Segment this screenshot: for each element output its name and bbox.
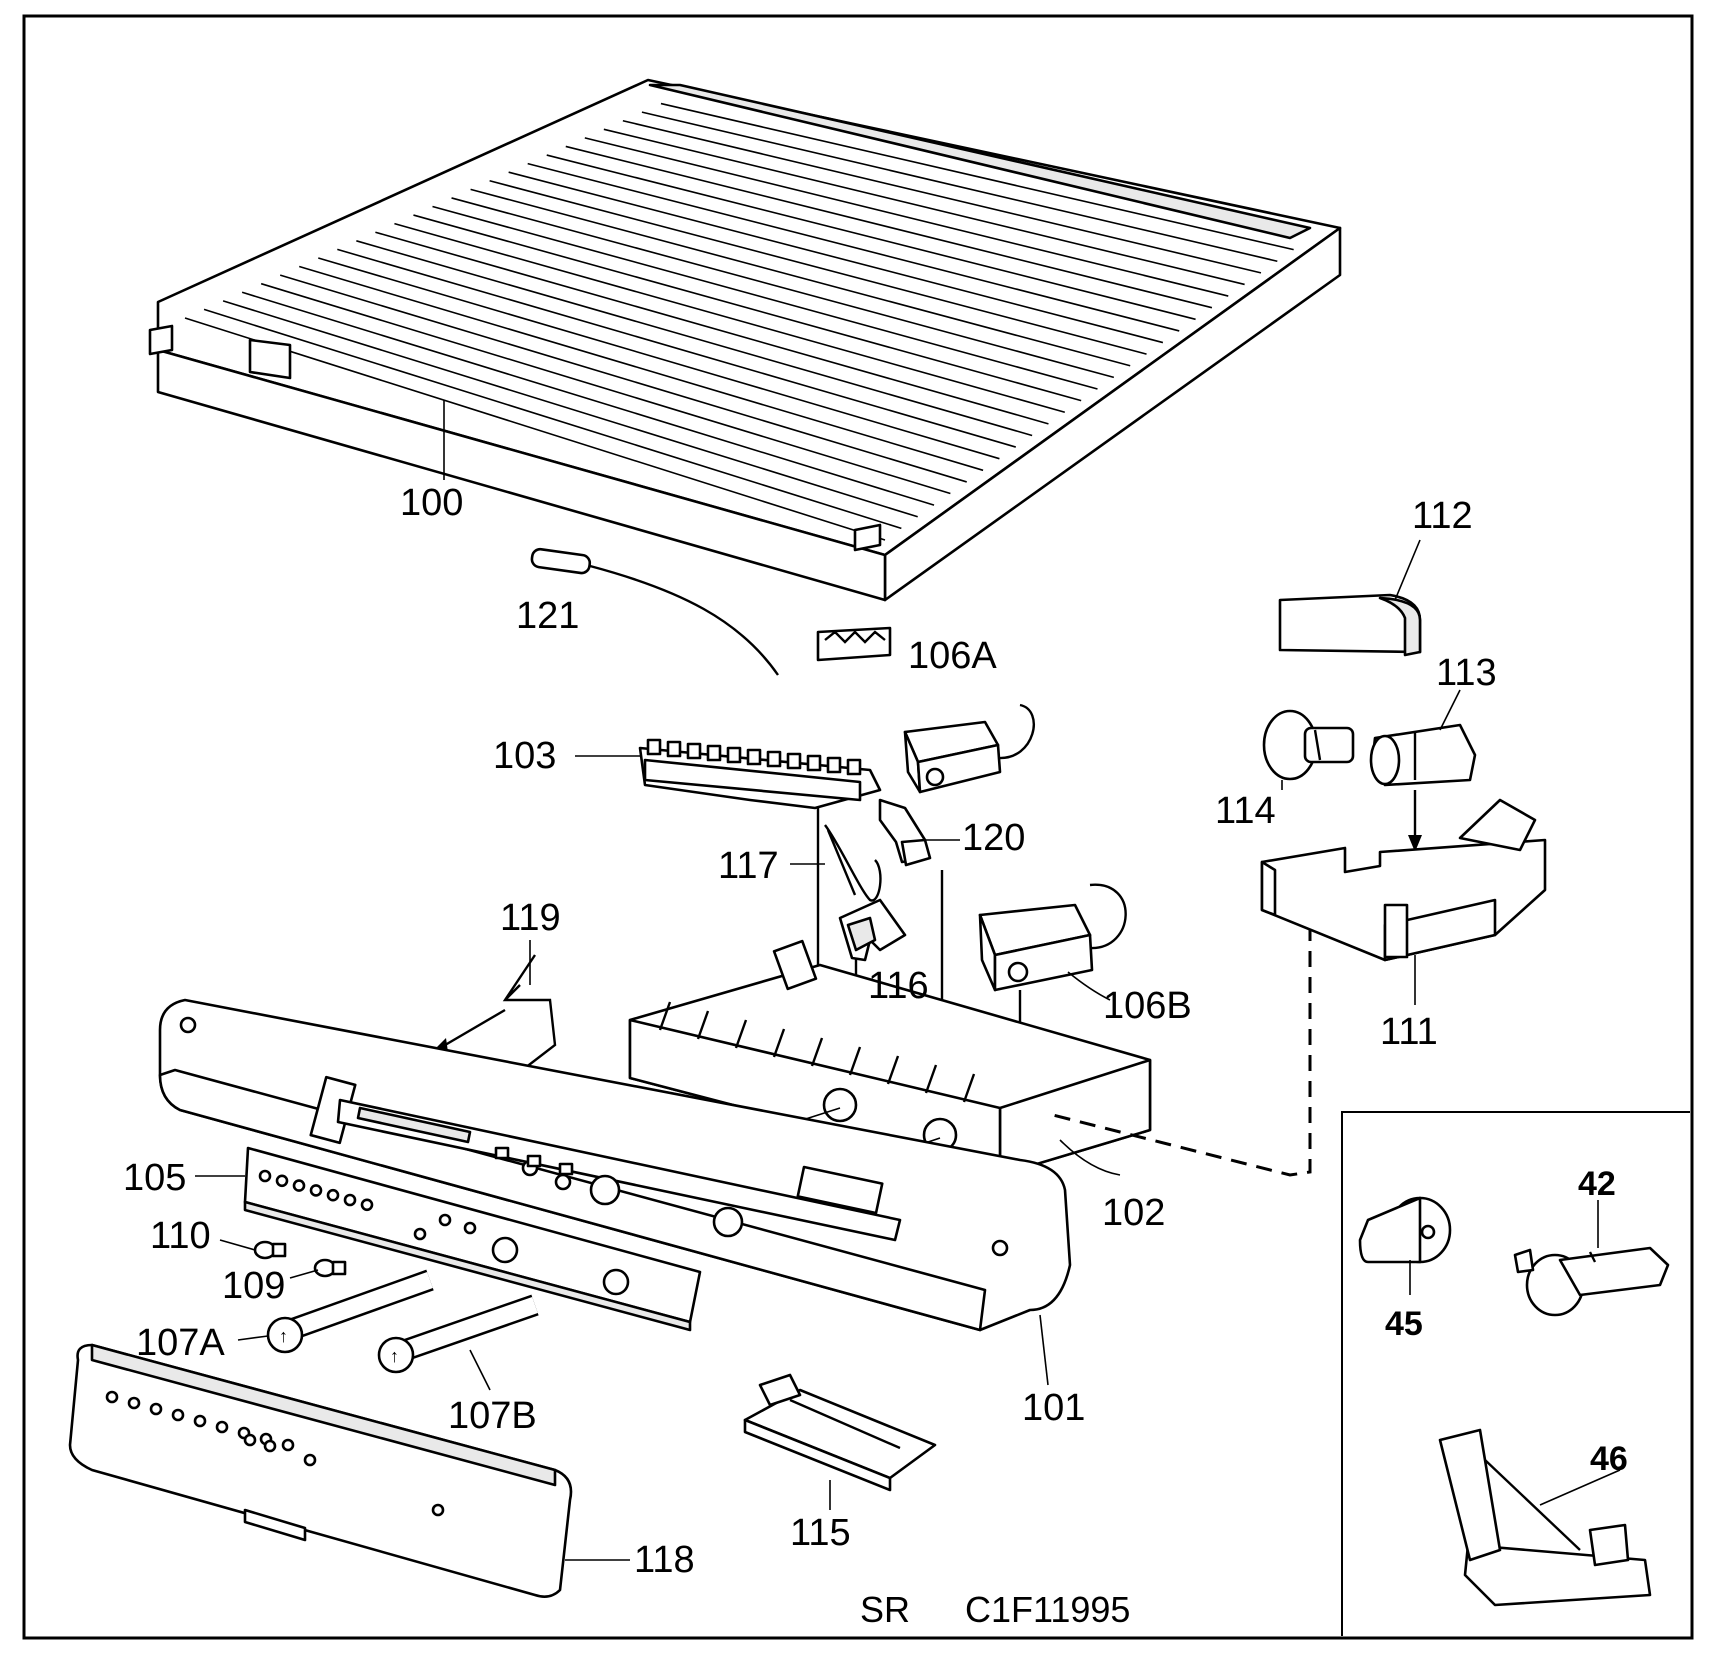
label-121: 121 [516,595,579,637]
part-102-housing [628,939,1152,1177]
part-106A-switch [816,626,1035,794]
label-101: 101 [1022,1387,1085,1429]
label-106B: 106B [1103,985,1192,1027]
leader-107A [237,1335,269,1341]
label-114: 114 [1215,790,1276,832]
part-103-terminal [638,738,882,810]
leader-107B [469,1349,491,1391]
label-118: 118 [634,1539,695,1581]
label-105: 105 [123,1157,186,1199]
leader-102 [1059,1139,1121,1176]
part-106B-switch [978,883,1127,992]
part-42-lever [1513,1246,1670,1317]
arrow-119 [439,1008,506,1050]
label-46: 46 [1590,1440,1628,1478]
label-107A: 107A [136,1322,225,1364]
part-45-pin [1358,1196,1452,1264]
part-46-bracket [1438,1428,1652,1607]
part-112-cap [1278,593,1422,657]
part-117-spring [824,824,882,902]
svg-text:↑: ↑ [279,1326,288,1346]
part-109-bulb [313,1258,347,1278]
label-100: 100 [400,482,463,524]
svg-text:↑: ↑ [390,1346,399,1366]
arrow-113-head [1408,835,1422,852]
inset-frame [1341,1111,1690,1636]
part-116-latch [838,898,907,962]
label-111: 111 [1380,1011,1438,1053]
part-111-lamp-housing [1260,798,1547,962]
label-42: 42 [1578,1165,1616,1203]
footer-code: C1F11995 [965,1589,1130,1630]
leader-113 [1439,689,1461,731]
dashed-connection [1044,925,1312,1177]
label-119: 119 [500,897,561,939]
part-100-shelf [148,78,1342,602]
part-120-clip [878,798,932,867]
part-110-bulb [253,1240,287,1260]
part-118-front-cover [68,1343,573,1598]
leader-112 [1394,539,1421,601]
label-102: 102 [1102,1192,1165,1234]
part-107B-knob: ↑ [377,1294,539,1374]
leader-46 [1539,1469,1621,1506]
label-120: 120 [962,817,1025,859]
leader-109 [289,1269,319,1279]
part-101-control-panel [158,998,1072,1332]
leader-106B [1067,971,1111,1001]
label-117: 117 [718,845,779,887]
part-114-lamp [1262,709,1355,781]
label-116: 116 [868,965,929,1007]
part-119-wire [502,954,557,1069]
part-121-sensor [530,547,779,676]
part-113-holder [1369,723,1477,787]
part-labels: 100 121 106A 103 120 117 119 116 106B 112 113 114 11… [123,482,1628,1581]
label-109: 109 [222,1265,285,1307]
label-115: 115 [790,1512,851,1554]
label-113: 113 [1436,652,1497,694]
label-45: 45 [1385,1305,1423,1343]
leader-110 [219,1239,256,1251]
label-110: 110 [150,1215,211,1257]
label-107B: 107B [448,1395,537,1437]
label-103: 103 [493,735,556,777]
part-105-bezel [243,1146,702,1332]
label-106A: 106A [908,635,997,677]
footer-prefix: SR [860,1589,910,1630]
part-115-tray [743,1373,937,1492]
part-107A-knob: ↑ [266,1269,434,1354]
leader-101 [1039,1314,1049,1386]
label-112: 112 [1412,495,1473,537]
outer-frame [22,14,1694,1640]
